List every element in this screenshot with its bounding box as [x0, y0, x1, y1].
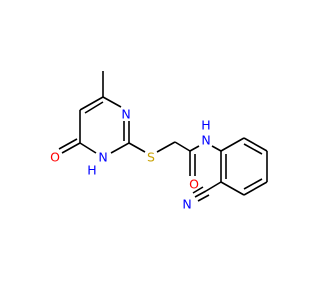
bond-ring-c2-n1 — [110, 142, 130, 154]
atom-labels: N N H O S O N H N — [50, 107, 211, 212]
bond-ph-6 — [220, 137, 245, 152]
bond-ch2-co — [174, 141, 191, 152]
bond-ring-c4-n3 — [102, 96, 122, 108]
atom-label-amide-o: O — [189, 177, 199, 192]
bond-aryl-cn — [205, 181, 222, 192]
atom-label-n3: N — [121, 107, 130, 122]
bond-s-ch2 — [156, 141, 176, 153]
bond-ring-n1-c6 — [79, 142, 97, 154]
bond-ph-3-double — [243, 178, 263, 190]
atom-label-n1-h: H — [87, 163, 96, 178]
bond-ph-5 — [243, 137, 268, 152]
bonds — [58, 71, 268, 202]
atom-label-amide-h: H — [201, 118, 210, 133]
bond-ph-3 — [243, 181, 268, 196]
bond-ring-carbonyl — [61, 142, 81, 154]
atom-label-n1: N — [98, 150, 107, 165]
atom-label-s: S — [147, 150, 155, 165]
bond-ring-c5-c4-double — [84, 101, 104, 114]
atom-label-amide-n: N — [201, 133, 210, 148]
bond-nh-aryl — [211, 145, 222, 152]
bond-ph-2 — [220, 181, 245, 196]
molecule-structure: N N H O S O N H N — [50, 71, 268, 212]
bond-ring-c5-c4 — [79, 96, 104, 111]
bond-nitrile-3 — [197, 194, 210, 202]
bond-ph-5-double — [243, 143, 263, 155]
atom-label-nitrile-n: N — [182, 197, 191, 212]
bond-ring-carbonyl-double — [58, 138, 78, 150]
bond-co-nh — [189, 145, 200, 152]
bond-c2-s — [128, 142, 146, 153]
bond-nitrile-2 — [192, 186, 204, 194]
bond-nitrile-1 — [194, 190, 207, 198]
atom-label-ring-o: O — [50, 150, 60, 165]
